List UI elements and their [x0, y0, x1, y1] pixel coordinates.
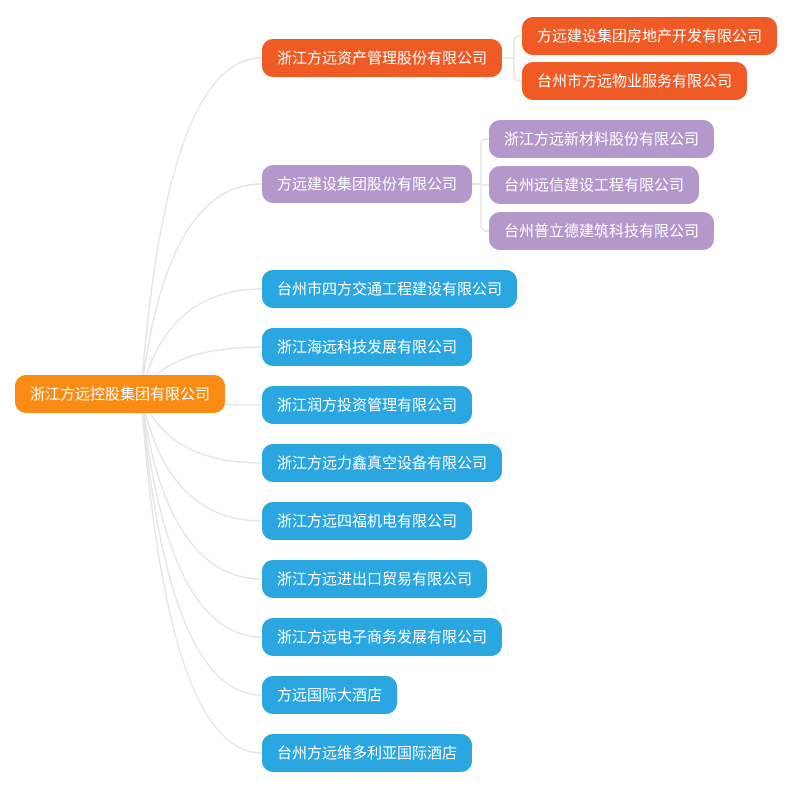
- main-topic: 台州市四方交通工程建设有限公司: [262, 270, 518, 308]
- connector-main-1-to-sub-2: [472, 183, 489, 232]
- sub-topic: 浙江方远新材料股份有限公司: [489, 120, 715, 158]
- sub-topic: 台州市方远物业服务有限公司: [522, 62, 748, 100]
- connector-main-0-to-sub-0: [502, 35, 522, 59]
- connector-main-0-to-sub-1: [502, 57, 522, 82]
- sub-topic: 台州普立德建筑科技有限公司: [489, 212, 715, 250]
- main-topic: 浙江方远资产管理股份有限公司: [262, 39, 503, 77]
- main-topic: 方远国际大酒店: [262, 676, 398, 714]
- connector-root-to-main-2: [140, 288, 263, 395]
- sub-topic: 方远建设集团房地产开发有限公司: [522, 17, 778, 55]
- connector-main-1-to-sub-0: [472, 138, 489, 185]
- main-topic: 浙江润方投资管理有限公司: [262, 386, 473, 424]
- connector-root-to-main-7: [140, 393, 263, 580]
- main-topic: 浙江方远电子商务发展有限公司: [262, 618, 503, 656]
- sub-topic: 台州远信建设工程有限公司: [489, 166, 700, 204]
- main-topic: 方远建设集团股份有限公司: [262, 165, 473, 203]
- main-topic: 浙江方远力鑫真空设备有限公司: [262, 444, 503, 482]
- connector-root-to-main-0: [140, 57, 263, 395]
- main-topic: 浙江方远进出口贸易有限公司: [262, 560, 488, 598]
- connector-root-to-main-6: [140, 393, 263, 522]
- main-topic: 台州方远维多利亚国际酒店: [262, 734, 473, 772]
- root-topic: 浙江方远控股集团有限公司: [15, 375, 226, 413]
- connector-root-to-main-8: [140, 393, 263, 638]
- connector-root-to-main-1: [140, 183, 263, 395]
- connector-root-to-main-9: [140, 393, 263, 696]
- connector-root-to-main-10: [140, 393, 263, 754]
- main-topic: 浙江海远科技发展有限公司: [262, 328, 473, 366]
- main-topic: 浙江方远四福机电有限公司: [262, 502, 473, 540]
